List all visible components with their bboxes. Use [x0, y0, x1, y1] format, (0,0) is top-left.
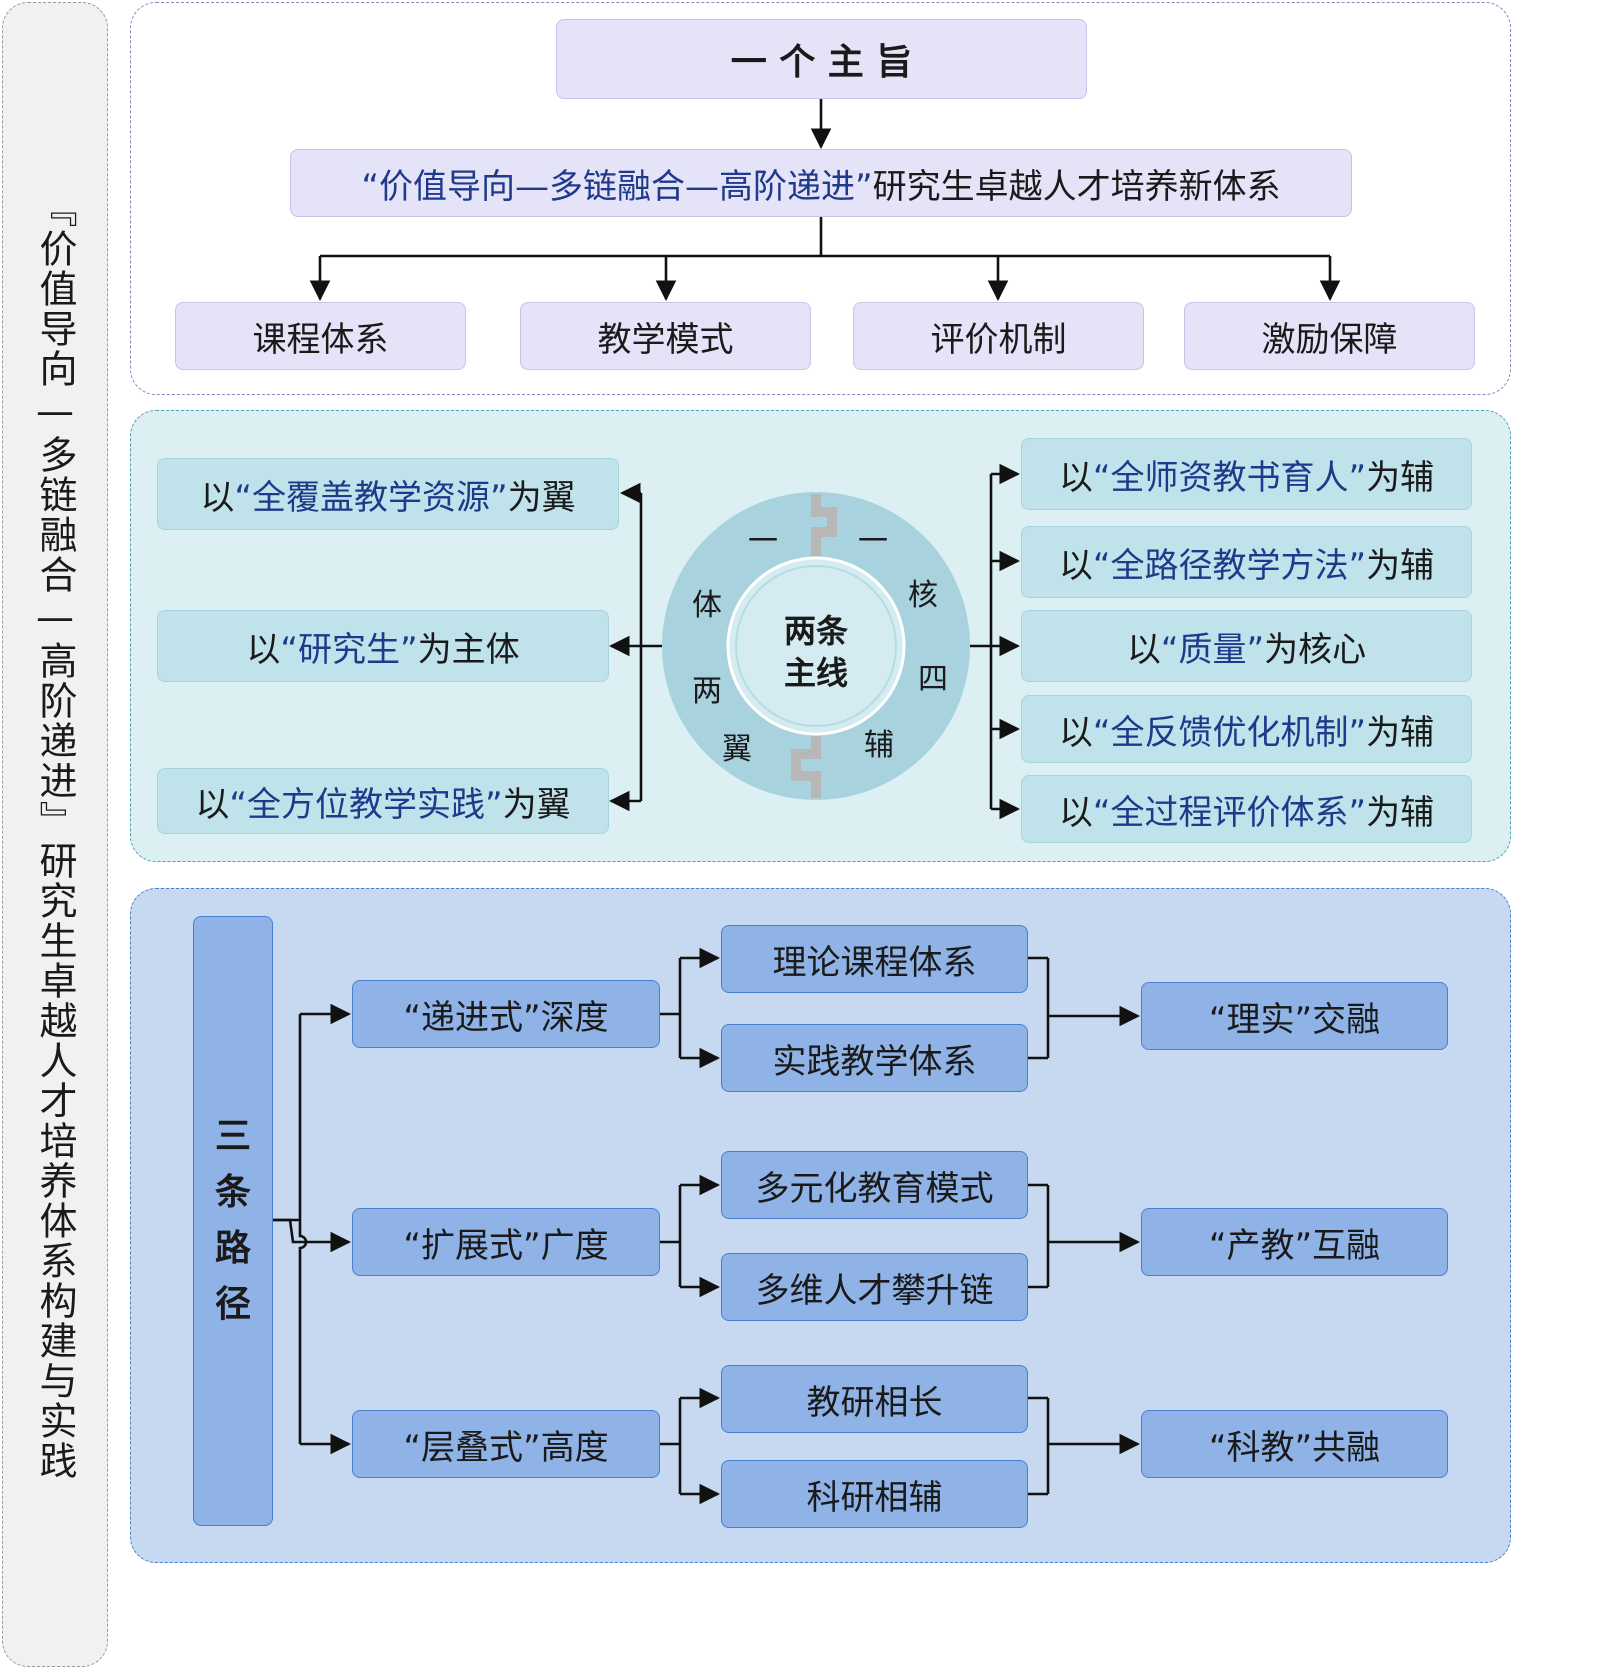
theory-course-system: 理论课程体系: [721, 925, 1028, 993]
wing-item-practice: 以“全方位教学实践”为翼: [157, 768, 609, 834]
wing-item-resources: 以“全覆盖教学资源”为翼: [157, 458, 619, 530]
main-subject-item: 以“研究生”为主体: [157, 610, 609, 682]
practice-teaching-system: 实践教学体系: [721, 1024, 1028, 1092]
talent-ladder-chain: 多维人才攀升链: [721, 1253, 1028, 1321]
system-rest: 研究生卓越人才培养新体系: [872, 166, 1281, 207]
center-label-2: 主线: [783, 654, 848, 692]
side-title: 『价值导向—多链融合—高阶递进』研究生卓越人才培养体系构建与实践: [33, 188, 77, 1481]
branch-teaching-mode: 教学模式: [520, 302, 811, 370]
aux-item-faculty: 以“全师资教书育人”为辅: [1021, 438, 1472, 510]
ring-label-yi-wing: 翼: [722, 732, 752, 767]
core-item-quality: 以“质量”为核心: [1021, 610, 1472, 682]
path-expansive-breadth: “扩展式”广度: [352, 1208, 660, 1276]
ring-label-fu: 辅: [864, 728, 894, 763]
ring-label-ti: 体: [692, 588, 722, 623]
branch-incentive: 激励保障: [1184, 302, 1475, 370]
result-theory-practice: “理实”交融: [1141, 982, 1448, 1050]
three-paths-label: 三 条 路 径: [193, 916, 273, 1526]
path-layered-height: “层叠式”高度: [352, 1410, 660, 1478]
side-title-panel: 『价值导向—多链融合—高阶递进』研究生卓越人才培养体系构建与实践: [2, 2, 108, 1667]
ring-label-yi-right: 一: [858, 524, 888, 559]
result-science-education: “科教”共融: [1141, 1410, 1448, 1478]
ring-label-yi-left: 一: [748, 524, 778, 559]
ring-label-liang: 两: [692, 674, 722, 709]
main-purpose-box: 一 个 主 旨: [556, 19, 1087, 99]
branch-course-system: 课程体系: [175, 302, 466, 370]
aux-item-evaluation: 以“全过程评价体系”为辅: [1021, 775, 1472, 843]
system-box: “价值导向—多链融合—高阶递进”研究生卓越人才培养新体系: [290, 149, 1352, 217]
ring-label-he: 核: [908, 578, 938, 613]
research-assist: 科研相辅: [721, 1460, 1028, 1528]
aux-item-methods: 以“全路径教学方法”为辅: [1021, 526, 1472, 598]
path-progressive-depth: “递进式”深度: [352, 980, 660, 1048]
diversified-education-mode: 多元化教育模式: [721, 1151, 1028, 1219]
two-lines-circle: [662, 492, 970, 800]
result-industry-education: “产教”互融: [1141, 1208, 1448, 1276]
center-label-1: 两条: [783, 612, 848, 650]
aux-item-feedback: 以“全反馈优化机制”为辅: [1021, 695, 1472, 763]
ring-label-si: 四: [918, 662, 948, 697]
branch-evaluation: 评价机制: [853, 302, 1144, 370]
teaching-research-growth: 教研相长: [721, 1365, 1028, 1433]
system-quoted: “价值导向—多链融合—高阶递进”: [361, 166, 873, 207]
